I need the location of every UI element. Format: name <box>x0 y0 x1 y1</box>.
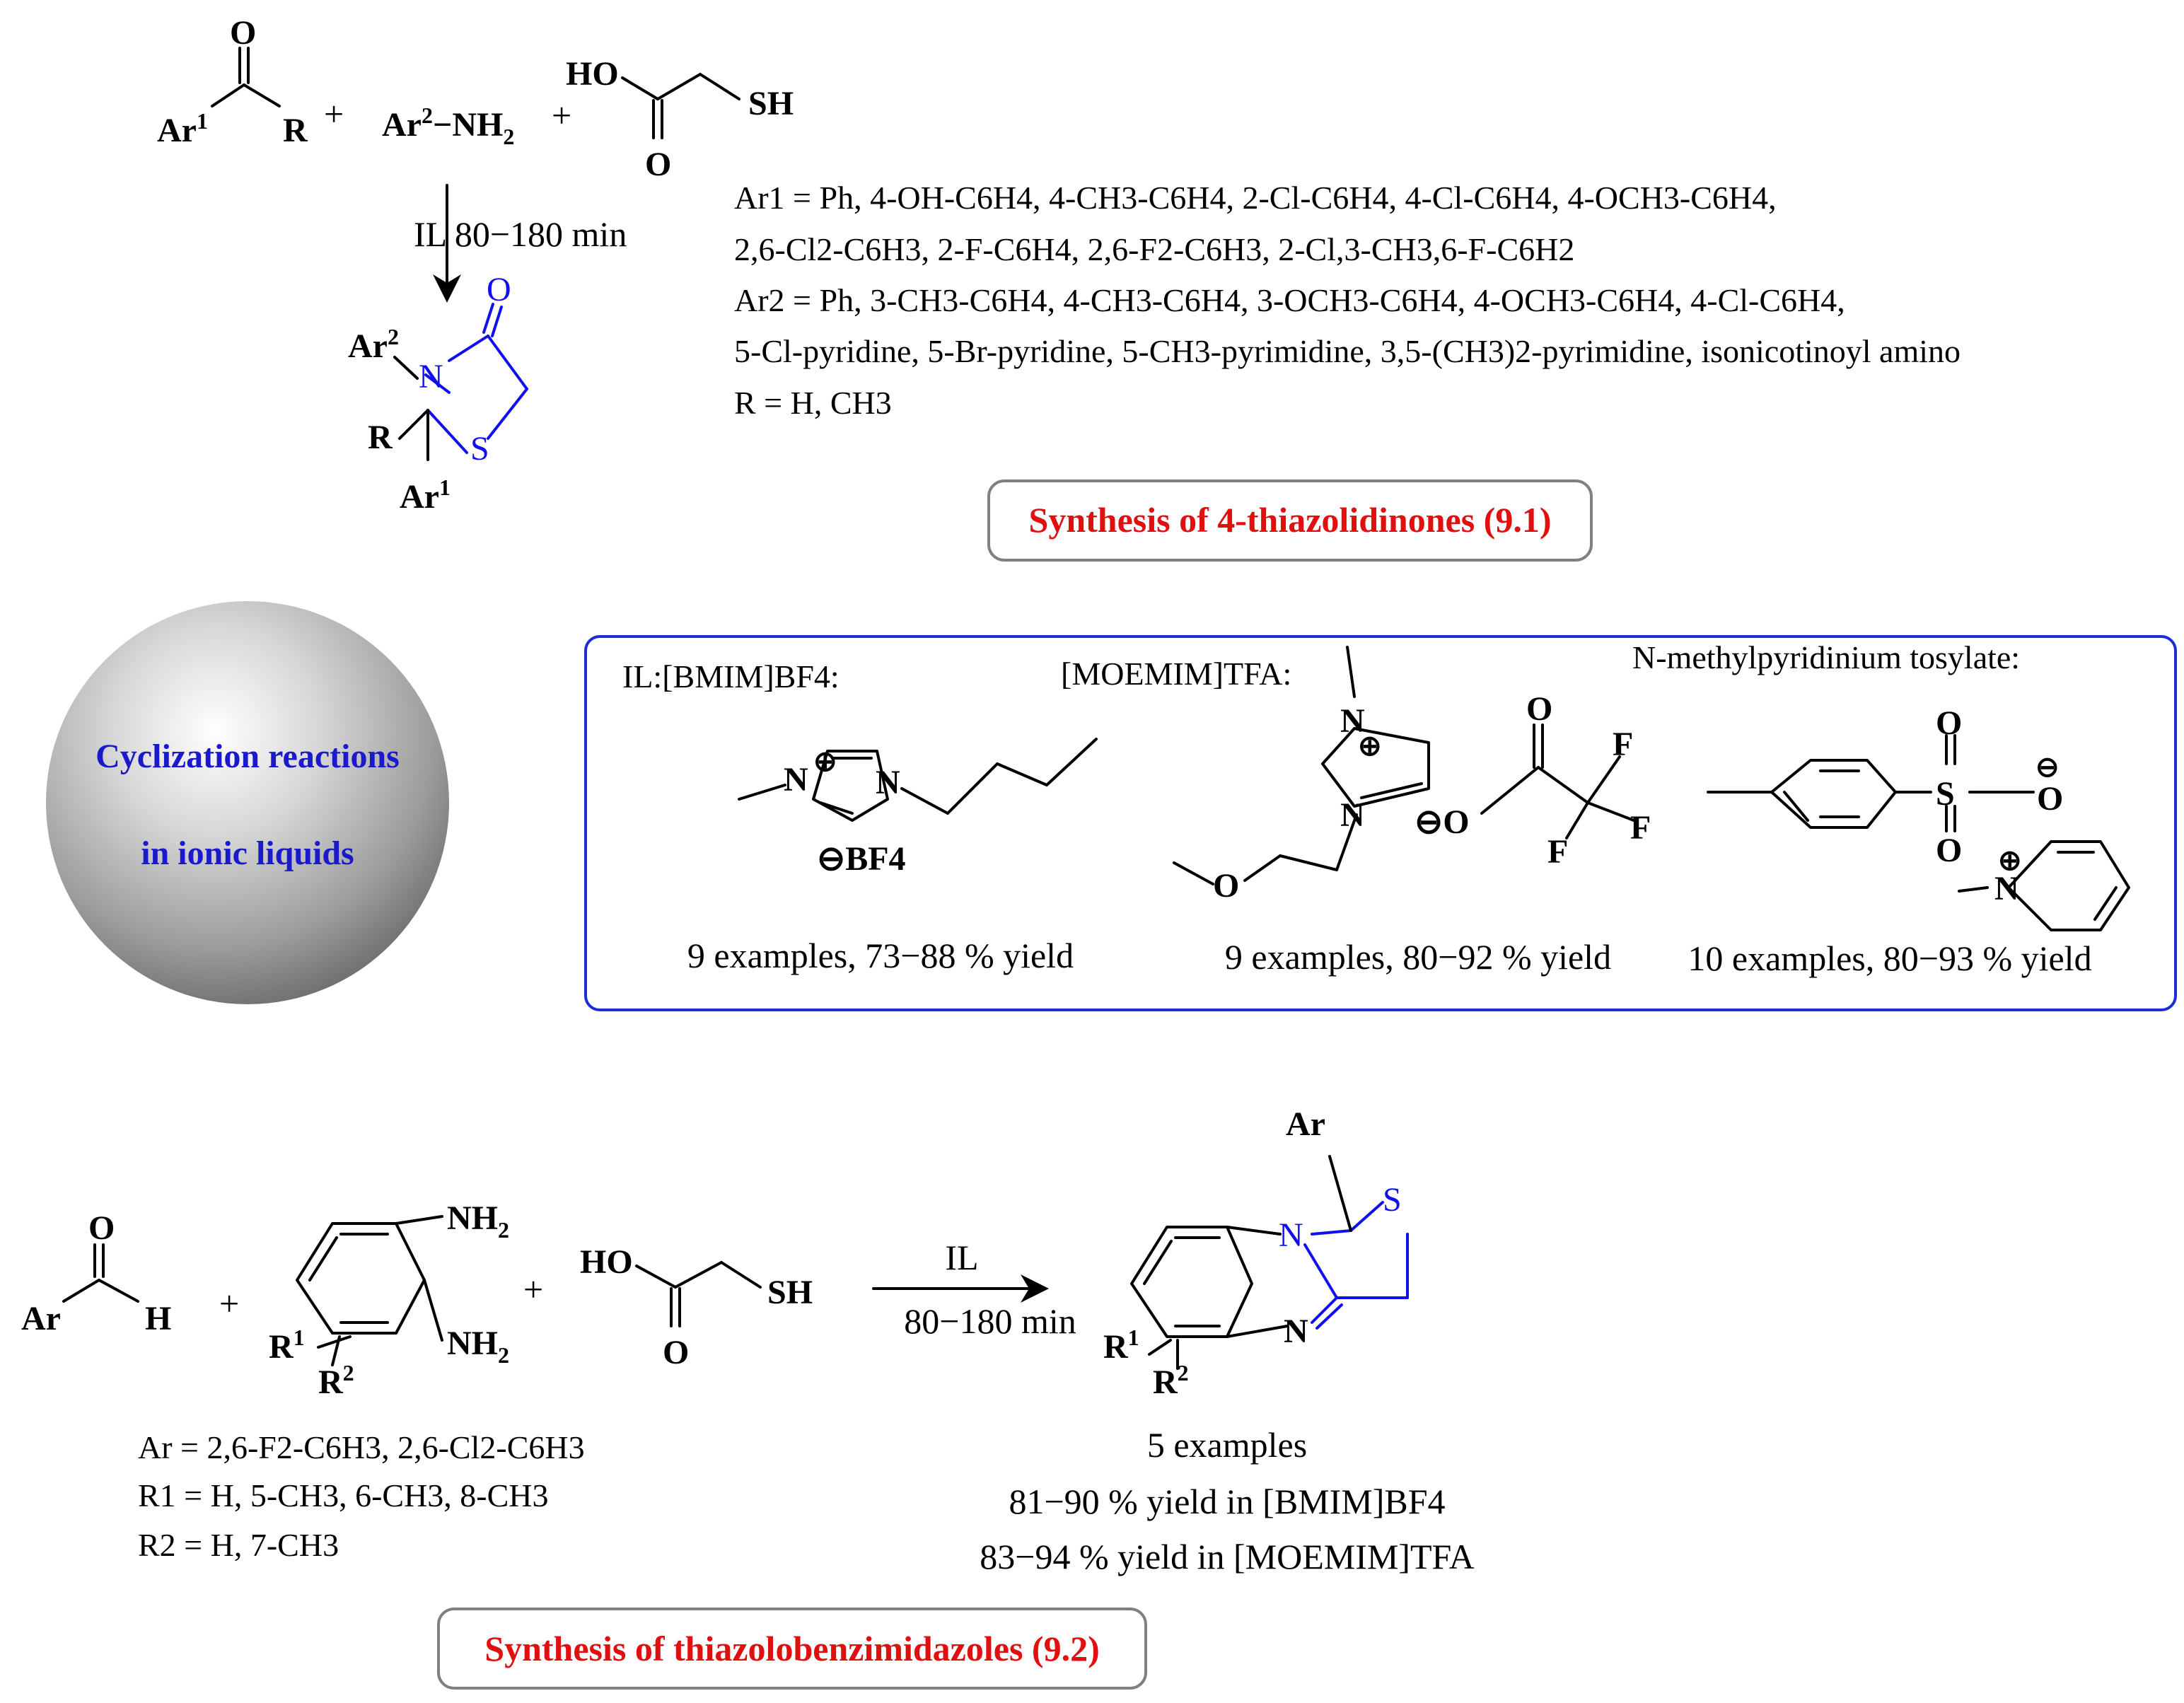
sphere-badge: Cyclization reactions in ionic liquids <box>46 601 449 1004</box>
thioglycolic-acid-1: HO O SH <box>566 55 794 183</box>
tosylate-s: S <box>1936 775 1955 813</box>
aldehyde-ar: Ar <box>21 1300 61 1337</box>
diamine-nh2-bottom: NH2 <box>447 1325 509 1368</box>
tosylate-label: N-methylpyridinium tosylate: <box>1632 639 2020 675</box>
sphere <box>46 601 449 1004</box>
moemim-f3: F <box>1547 833 1568 871</box>
product-ar2-label: Ar2 <box>348 324 399 365</box>
bmim-n2: N <box>876 764 900 801</box>
reaction-2: O Ar H + NH2 NH2 R1 R2 + HO <box>21 1105 1475 1690</box>
acid2-sh: SH <box>767 1274 813 1311</box>
substituent-line-1: Ar1 = Ph, 4-OH-C6H4, 4-CH3-C6H4, 2-Cl-C6… <box>734 180 1777 216</box>
tosylate-o-minus: O <box>2037 780 2063 818</box>
diamine-r2: R2 <box>318 1360 354 1401</box>
thiazolobenzimidazole-product: N N S Ar R1 R2 <box>1103 1105 1409 1401</box>
product2-ar: Ar <box>1286 1105 1325 1143</box>
plus-sign-2: + <box>552 95 571 135</box>
reaction-2-results: 5 examples 81−90 % yield in [BMIM]BF4 83… <box>980 1425 1474 1576</box>
diamine-r1: R1 <box>269 1325 305 1366</box>
arrow-label-1: IL 80−180 min <box>414 214 627 254</box>
ketone-oxygen: O <box>230 14 256 52</box>
title-1: Synthesis of 4-thiazolidinones (9.1) <box>1029 500 1552 540</box>
moemim-ether-o: O <box>1213 867 1239 905</box>
moemim-n2: N <box>1340 796 1365 834</box>
moemim-carboxylate-o: ⊖O <box>1415 803 1470 841</box>
substituent-line-3: Ar2 = Ph, 3-CH3-C6H4, 4-CH3-C6H4, 3-OCH3… <box>734 282 1845 318</box>
reaction-1-substituents: Ar1 = Ph, 4-OH-C6H4, 4-CH3-C6H4, 2-Cl-C6… <box>734 180 1961 421</box>
diamine-nh2-top: NH2 <box>447 1199 509 1243</box>
thioglycolic-acid-2: HO O SH <box>580 1243 813 1371</box>
product2-n1: N <box>1279 1216 1303 1254</box>
product-o-label: O <box>487 271 511 308</box>
ketone-ar-label: Ar1 <box>157 108 208 149</box>
title-box-1 <box>987 479 1593 562</box>
aldehyde-h: H <box>145 1300 171 1337</box>
r2-substituent-1: Ar = 2,6-F2-C6H3, 2,6-Cl2-C6H3 <box>138 1429 585 1465</box>
reaction-1: O Ar1 R + Ar2−NH2 + HO O SH IL 80−180 mi… <box>157 14 1961 562</box>
r2-substituent-3: R2 = H, 7-CH3 <box>138 1527 339 1563</box>
aldehyde-o: O <box>88 1209 115 1247</box>
moemim-f2: F <box>1630 809 1651 847</box>
moemim-carbonyl-o: O <box>1526 690 1552 728</box>
product-n-label: N <box>419 358 443 395</box>
product-r-label: R <box>368 419 393 456</box>
acid-sh-label: SH <box>748 85 794 122</box>
tosylate-o2: O <box>1936 832 1962 869</box>
product2-r2: R2 <box>1153 1360 1189 1401</box>
il-pyridinium-tosylate: N-methylpyridinium tosylate: S O O O ⊖ N… <box>1632 639 2130 978</box>
result-line-2: 81−90 % yield in [BMIM]BF4 <box>1009 1482 1445 1521</box>
bmim-examples: 9 examples, 73−88 % yield <box>687 936 1074 975</box>
result-line-1: 5 examples <box>1147 1425 1307 1465</box>
acid-o-label: O <box>645 146 671 183</box>
tosylate-minus: ⊖ <box>2035 751 2060 783</box>
r2-substituent-2: R1 = H, 5-CH3, 6-CH3, 8-CH3 <box>138 1477 549 1513</box>
reaction-2-substituents: Ar = 2,6-F2-C6H3, 2,6-Cl2-C6H3 R1 = H, 5… <box>138 1429 585 1563</box>
arrow-top-label: IL <box>945 1238 978 1277</box>
il-bmim-bf4: IL:[BMIM]BF4: N N ⊕ ⊖BF4 9 examples, 73−… <box>622 658 1098 975</box>
thiazolidinone-product: O N S Ar2 R Ar1 <box>348 271 528 516</box>
moemim-plus: ⊕ <box>1358 730 1382 762</box>
moemim-n1: N <box>1340 702 1365 740</box>
plus-sign-4: + <box>523 1269 543 1309</box>
ketone-r-label: R <box>283 112 308 149</box>
tosylate-o1: O <box>1936 704 1962 742</box>
substituent-line-2: 2,6-Cl2-C6H3, 2-F-C6H4, 2,6-F2-C6H3, 2-C… <box>734 231 1574 267</box>
title-2: Synthesis of thiazolobenzimidazoles (9.2… <box>484 1629 1099 1668</box>
bmim-label: IL:[BMIM]BF4: <box>622 658 840 694</box>
substituent-line-5: R = H, CH3 <box>734 385 892 421</box>
bmim-anion: ⊖BF4 <box>817 840 906 878</box>
tosylate-examples: 10 examples, 80−93 % yield <box>1688 938 2091 978</box>
arrow-bottom-label: 80−180 min <box>904 1301 1076 1341</box>
aldehyde-reactant: O Ar H <box>21 1209 171 1337</box>
ionic-liquids-box <box>584 635 2177 1011</box>
acid2-ho: HO <box>580 1243 633 1281</box>
diamine-reactant: NH2 NH2 R1 R2 <box>269 1199 509 1401</box>
moemim-label: [MOEMIM]TFA: <box>1061 656 1291 692</box>
moemim-f1: F <box>1613 726 1633 763</box>
pyridinium-n: N <box>1994 870 2019 907</box>
title-box-2 <box>437 1608 1147 1690</box>
bmim-plus: ⊕ <box>813 745 837 777</box>
amine-label: Ar2−NH2 <box>382 103 514 149</box>
plus-sign-3: + <box>219 1284 239 1323</box>
pyridinium-plus: ⊕ <box>1998 844 2022 876</box>
ketone-reactant: O Ar1 R <box>157 14 308 149</box>
sphere-line-1: Cyclization reactions <box>95 738 400 775</box>
product-ar1-label: Ar1 <box>400 475 451 516</box>
sphere-line-2: in ionic liquids <box>141 835 354 872</box>
product2-s: S <box>1383 1181 1402 1219</box>
product2-r1: R1 <box>1103 1325 1139 1366</box>
acid-ho-label: HO <box>566 55 619 93</box>
result-line-3: 83−94 % yield in [MOEMIM]TFA <box>980 1537 1474 1576</box>
plus-sign-1: + <box>324 94 344 134</box>
il-moemim-tfa: [MOEMIM]TFA: N N ⊕ O O ⊖O F F F 9 exampl… <box>1061 646 1651 977</box>
acid2-o: O <box>663 1334 689 1371</box>
substituent-line-4: 5-Cl-pyridine, 5-Br-pyridine, 5-CH3-pyri… <box>734 333 1961 369</box>
product-s-label: S <box>470 430 489 467</box>
moemim-examples: 9 examples, 80−92 % yield <box>1225 937 1611 977</box>
bmim-n1: N <box>784 761 808 798</box>
product2-n2: N <box>1284 1313 1308 1350</box>
